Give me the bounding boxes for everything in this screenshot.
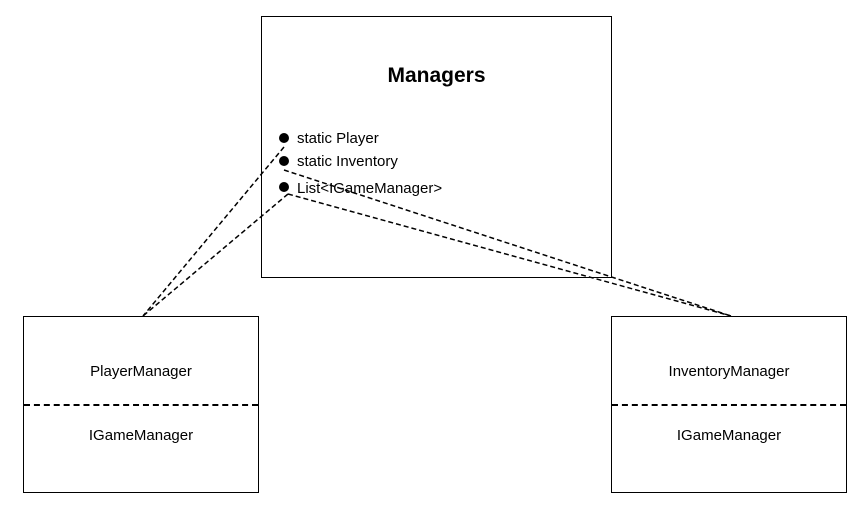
inventory-manager-interface: IGameManager (676, 427, 782, 444)
inventory-manager-divider (612, 404, 846, 406)
player-manager-name: PlayerManager (90, 363, 192, 380)
player-manager-interface: IGameManager (88, 427, 194, 444)
managers-class-box: Managers static Player static Inventory … (261, 16, 612, 278)
member-static-inventory: static Inventory (297, 153, 398, 170)
member-static-player: static Player (297, 130, 379, 147)
inventory-manager-box: InventoryManager IGameManager (611, 316, 847, 493)
inventory-manager-name: InventoryManager (668, 363, 790, 380)
managers-title: Managers (387, 64, 486, 87)
player-manager-divider (24, 404, 258, 406)
member-list-igamemanager: List<IGameManager> (297, 180, 443, 197)
player-manager-box: PlayerManager IGameManager (23, 316, 259, 493)
